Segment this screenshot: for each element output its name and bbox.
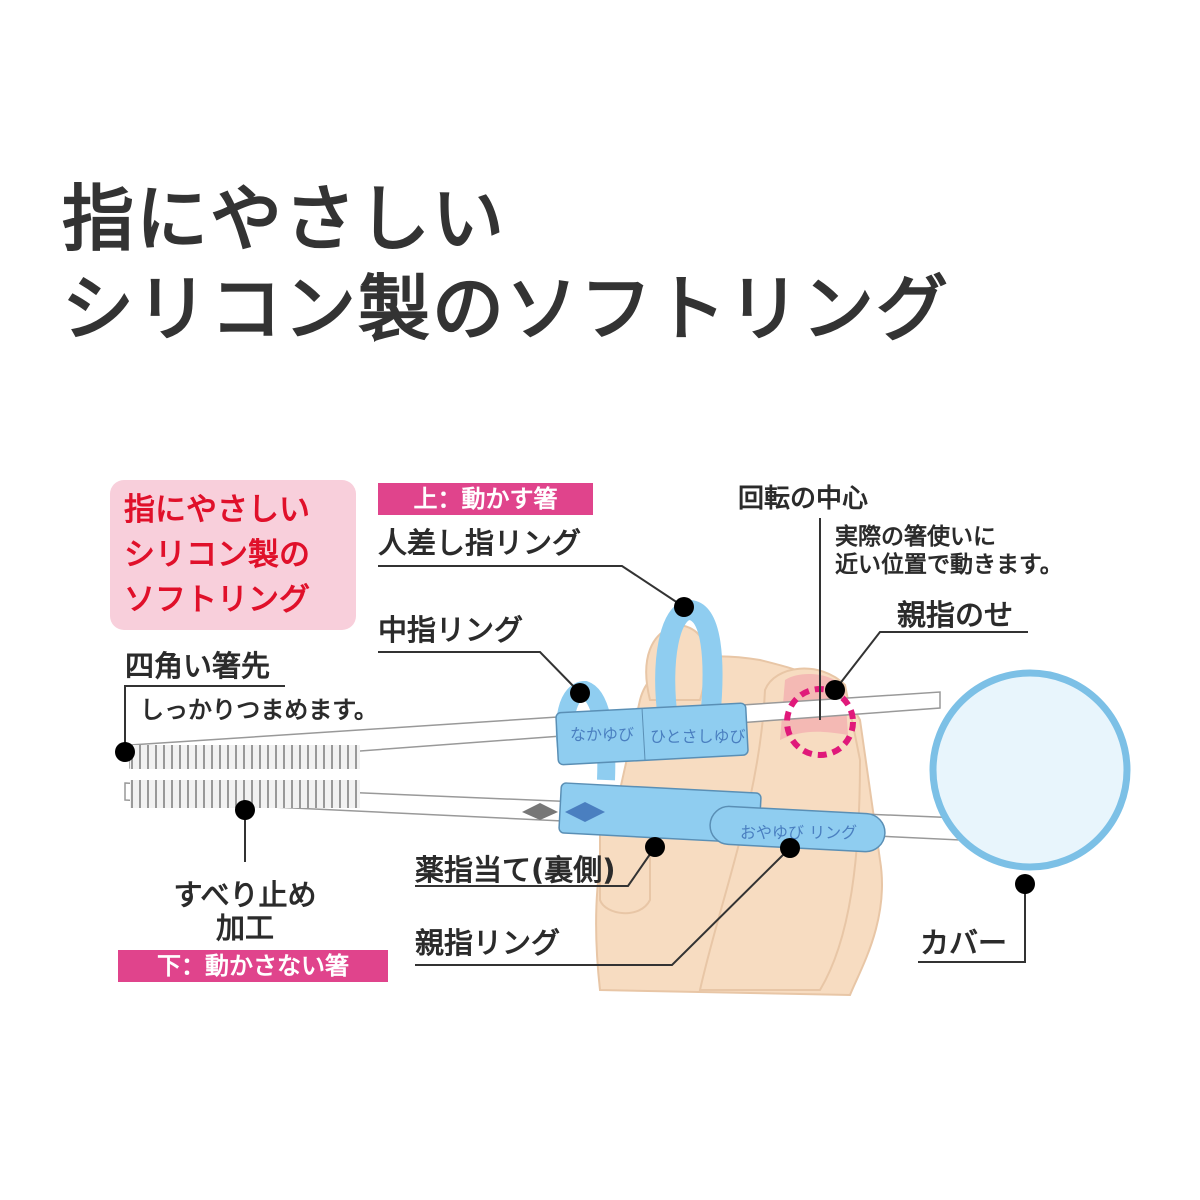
lower-tag: 下：動かさない箸 (118, 950, 388, 982)
upper-tag: 上：動かす箸 (378, 483, 593, 515)
callout-line-1: 指にやさしい (124, 492, 310, 528)
label-square-tip: 四角い箸先 (125, 649, 271, 683)
label-anti-slip-1: すべり止め (173, 878, 317, 912)
callout-line-2: シリコン製の (124, 537, 310, 573)
label-thumb-rest: 親指のせ (897, 598, 1014, 632)
label-rotation-note-1: 実際の箸使いに (835, 524, 996, 550)
callout-box: 指にやさしい シリコン製の ソフトリング (110, 480, 356, 630)
label-index-ring: 人差し指リング (378, 526, 582, 560)
upper-ring-bar: なかゆび ひとさしゆび (555, 702, 749, 766)
oyayubi-print: おやゆび リング (740, 823, 857, 842)
label-rotation-center: 回転の中心 (738, 484, 869, 514)
naka-print: なかゆび (570, 725, 634, 744)
callout-dots (115, 597, 1035, 894)
label-anti-slip-2: 加工 (215, 911, 274, 945)
headline-line-2: シリコン製のソフトリング (62, 267, 951, 351)
label-cover: カバー (920, 926, 1008, 960)
callout-line-3: ソフトリング (124, 582, 310, 618)
label-ring-finger-rest: 薬指当て(裏側) (415, 853, 616, 887)
lower-ring-bar: おやゆび リング (522, 782, 886, 853)
label-thumb-ring: 親指リング (415, 926, 561, 960)
label-middle-ring: 中指リング (378, 613, 524, 647)
cover-disc (929, 669, 1131, 871)
hitosashi-print: ひとさしゆび (650, 727, 746, 746)
headline-line-1: 指にやさしい (62, 177, 507, 261)
label-rotation-note-2: 近い位置で動きます。 (835, 552, 1063, 578)
label-square-tip-note: しっかりつまめます。 (140, 696, 378, 724)
